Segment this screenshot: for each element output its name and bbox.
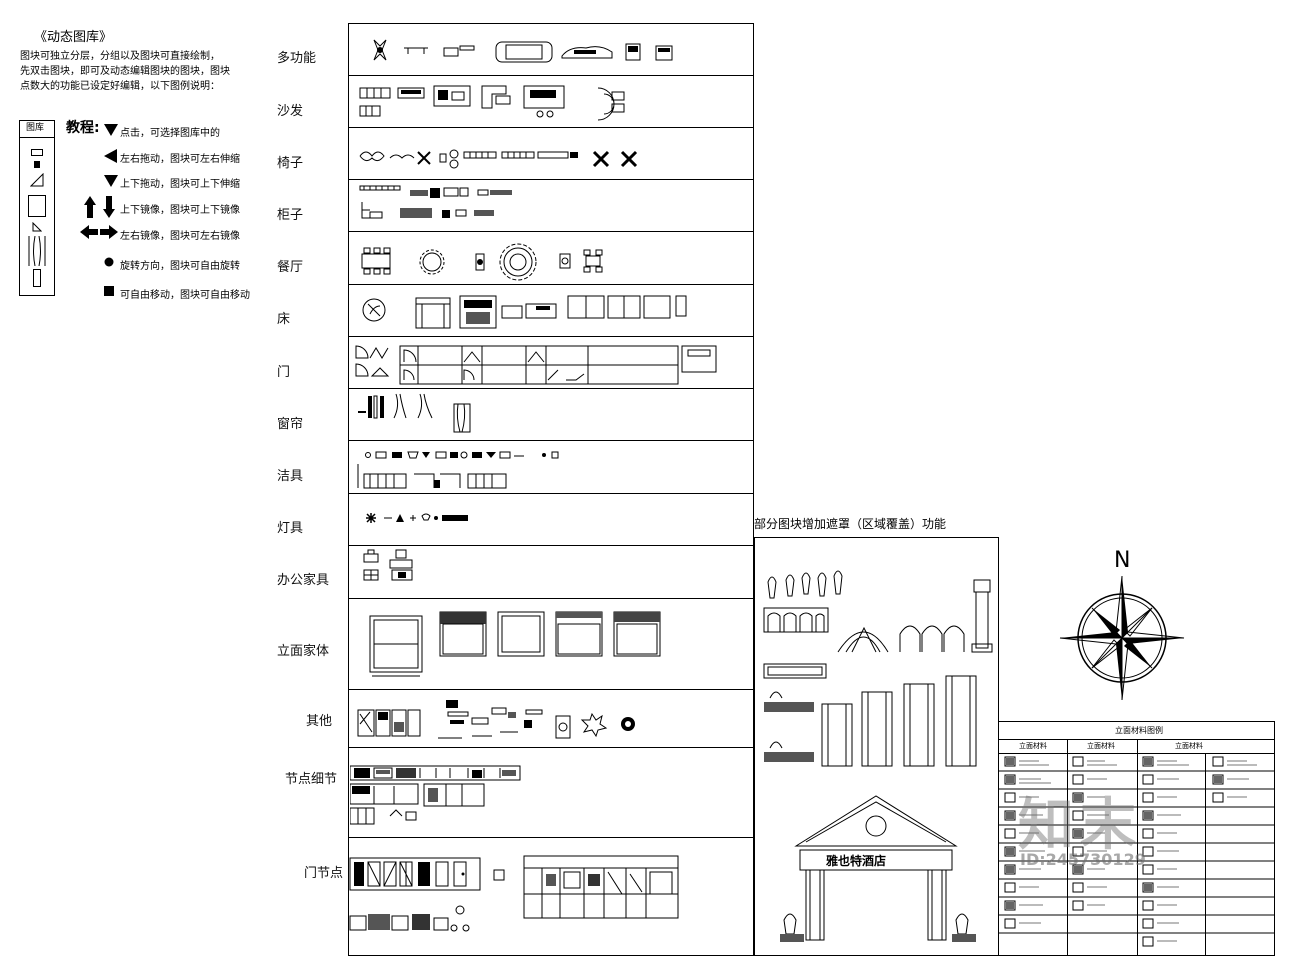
category-label-door-node: 门节点	[304, 866, 344, 881]
grid-row-divider	[348, 690, 754, 748]
bed-symbols	[362, 295, 687, 329]
watermark-logo: 知末	[1018, 793, 1142, 858]
category-label-elevation: 立面家体	[277, 644, 330, 659]
triangle-down-icon	[104, 124, 118, 136]
legend-item-7: 可自由移动，图块可自由移动	[120, 290, 250, 301]
category-label-node-detail: 节点细节	[285, 772, 338, 787]
legend-divider	[20, 137, 54, 138]
overlay-sign-text: 雅也特酒店	[826, 854, 887, 868]
table-rule	[999, 753, 1274, 754]
triangle-left-icon	[104, 149, 117, 163]
material-table-col-1: 立面材料	[1019, 742, 1047, 750]
grid-row-divider	[348, 337, 754, 389]
category-label-chair: 椅子	[277, 156, 304, 171]
dining-symbols	[361, 243, 603, 281]
grid-row-divider	[348, 180, 754, 232]
table-col-divider	[1067, 739, 1068, 955]
grid-row-divider	[348, 285, 754, 337]
legend-item-5: 左右镜像，图块可左右镜像	[120, 231, 240, 242]
door-node-symbols	[349, 855, 679, 932]
category-label-dining: 餐厅	[277, 260, 304, 275]
multifunction-symbols	[373, 39, 673, 63]
ornament-row	[767, 570, 843, 599]
material-table-col-2: 立面材料	[1087, 742, 1115, 750]
legend-item-2: 左右拖动，图块可左右伸缩	[120, 154, 240, 165]
intro-line-2: 先双击图块，即可及动态编辑图块的图块，图块	[20, 66, 230, 77]
legend-sample-1	[31, 149, 43, 156]
grid-row-divider	[348, 128, 754, 180]
material-table-col-3: 立面材料	[1175, 742, 1203, 750]
vertical-arrows-icon	[84, 196, 115, 218]
lighting-symbols	[366, 513, 468, 523]
category-label-cabinet: 柜子	[277, 208, 304, 223]
elevation-symbols	[369, 611, 661, 677]
category-label-other: 其他	[306, 714, 333, 729]
legend-item-4: 上下镜像，图块可上下镜像	[120, 205, 240, 216]
grid-row-divider	[348, 23, 754, 76]
grid-row-divider	[348, 232, 754, 285]
table-col-divider	[1137, 739, 1138, 955]
table-col-divider	[1205, 753, 1206, 955]
triangle-down-icon	[104, 175, 118, 187]
grid-row-divider	[348, 76, 754, 128]
material-table: 立面材料图例 立面材料 立面材料 立面材料	[998, 721, 1275, 956]
watermark-id: ID:245730129	[1020, 850, 1146, 869]
grid-row-divider	[348, 441, 754, 494]
category-label-office: 办公家具	[277, 573, 330, 588]
square-icon	[104, 286, 114, 296]
legend-box-title: 图库	[26, 123, 45, 133]
legend-heading: 教程:	[66, 120, 100, 136]
dot-icon	[104, 257, 114, 267]
compass-rose-icon	[1059, 575, 1185, 701]
intro-title: 《动态图库》	[34, 30, 113, 45]
intro-line-1: 图块可独立分层，分组以及图块可直接绘制，	[20, 51, 220, 62]
overlay-section-title: 部分图块增加遮罩（区域覆盖）功能	[754, 517, 947, 531]
category-label-sanitary: 洁具	[277, 469, 304, 484]
legend-sample-6	[28, 236, 46, 266]
grid-row-divider	[348, 389, 754, 441]
grid-row-divider	[348, 494, 754, 546]
category-label-lighting: 灯具	[277, 521, 304, 536]
grid-row-divider	[348, 599, 754, 690]
node-detail-symbols	[350, 765, 521, 825]
category-label-curtain: 窗帘	[277, 417, 304, 432]
legend-sample-3	[30, 173, 44, 187]
legend-sample-4	[28, 195, 46, 217]
legend-symbol-panel: 图库	[19, 120, 55, 296]
material-swatches	[999, 756, 1275, 947]
cabinet-symbols	[359, 185, 512, 219]
table-rule	[999, 739, 1274, 740]
horizontal-arrows-icon	[80, 225, 118, 239]
overlay-ornaments	[763, 570, 993, 942]
grid-row-divider	[348, 748, 754, 838]
category-label-sofa: 沙发	[277, 104, 304, 119]
category-label-bed: 床	[277, 312, 291, 327]
catalog-grid	[348, 23, 754, 956]
sofa-symbols	[359, 85, 625, 121]
door-symbols	[355, 345, 717, 385]
category-label-multifunction: 多功能	[277, 51, 317, 66]
curtain-symbols	[358, 393, 471, 433]
compass-north-label: N	[1114, 548, 1131, 573]
chair-symbols	[359, 149, 638, 169]
office-symbols	[363, 549, 413, 581]
legend-item-3: 上下拖动，图块可上下伸缩	[120, 179, 240, 190]
legend-sample-2	[34, 161, 40, 168]
category-label-door: 门	[277, 365, 291, 380]
other-symbols	[357, 700, 635, 739]
grid-row-divider	[348, 546, 754, 599]
material-table-title: 立面材料图例	[1115, 726, 1163, 735]
legend-sample-7	[33, 269, 41, 287]
legend-sample-5	[32, 222, 42, 232]
legend-item-6: 旋转方向，图块可自由旋转	[120, 261, 240, 272]
intro-line-3: 点数大的功能已设定好编辑，以下图例说明：	[20, 81, 220, 92]
legend-item-1: 点击，可选择图库中的	[120, 128, 220, 139]
sanitary-symbols	[357, 451, 559, 489]
